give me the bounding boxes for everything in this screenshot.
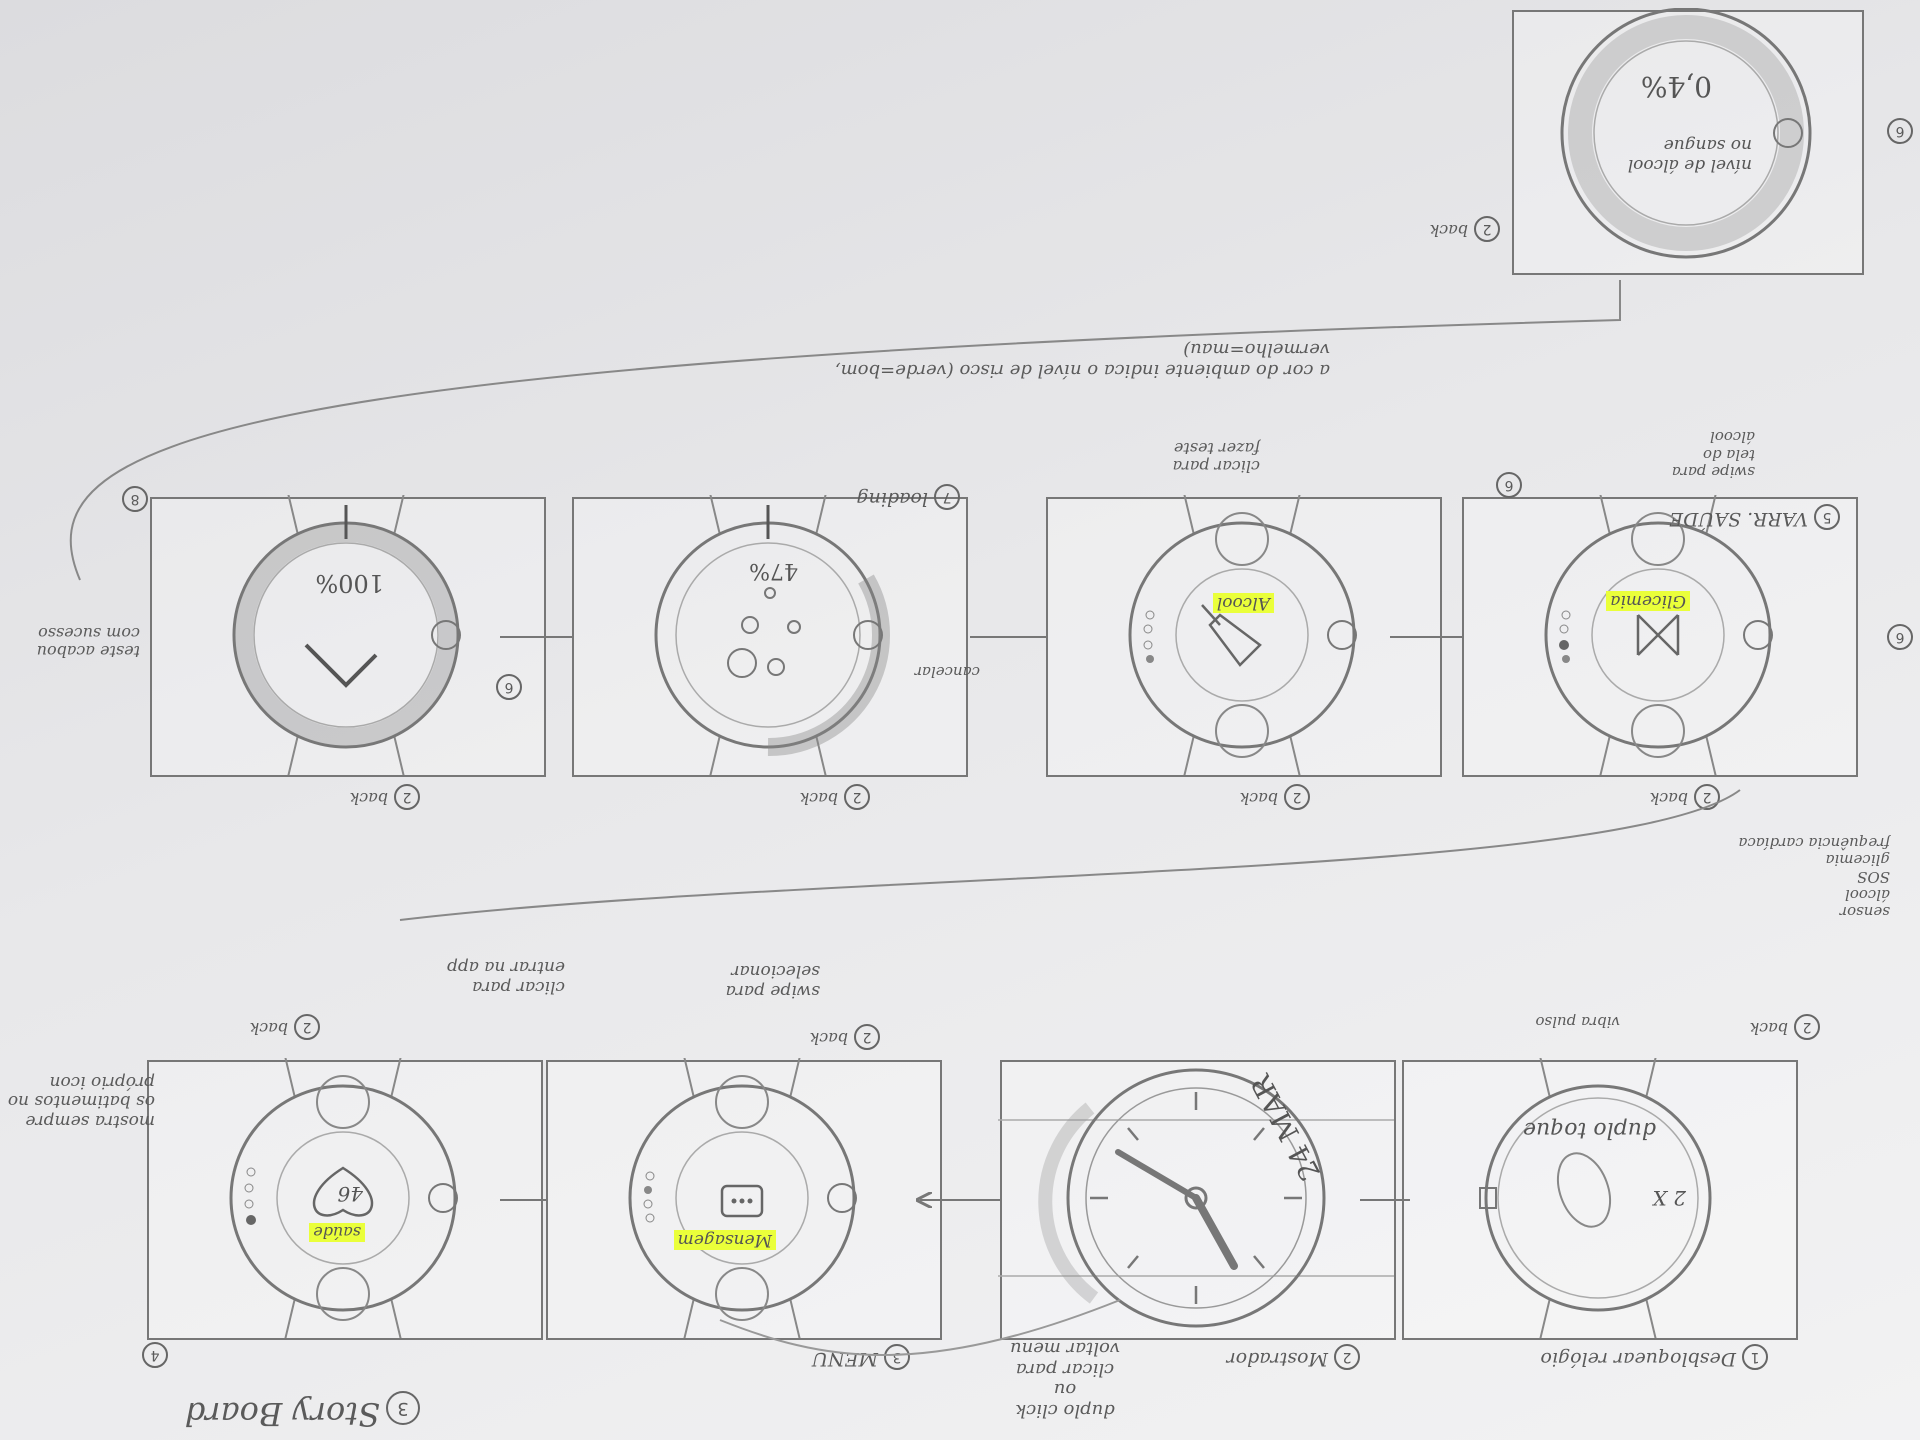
next-badge-4: 6 — [1490, 472, 1522, 498]
frame8-label: 8 — [116, 486, 148, 512]
complete-percent: 100% — [315, 569, 384, 597]
back-label-1: 2back — [1750, 1014, 1820, 1040]
alcohol-app-label: Alcool — [1213, 593, 1274, 613]
unlock-face-sub: 2 X — [1653, 1186, 1686, 1210]
sensor-list: sensor álcool SOS glicemia frequência ca… — [1738, 834, 1890, 920]
frame-watchface: 24 MAR — [1000, 1060, 1396, 1340]
next-badge-3: 6 — [490, 674, 522, 700]
swipe-select-note: swipe para selecionar — [700, 961, 820, 1000]
swipe-alcohol-note: swipe para tela do álcool — [1655, 428, 1755, 480]
frame-alcohol: Alcool — [1046, 497, 1442, 777]
finger-icon — [1548, 1146, 1619, 1234]
frame-glycemia: Glicemia — [1462, 497, 1858, 777]
alcohol-level-desc: nível de álcool no sangue — [1612, 135, 1752, 175]
double-click-note: duplo click ou clicar para voltar menu — [990, 1337, 1140, 1420]
back-label-4: 2back — [1650, 784, 1720, 810]
unlock-face-text: duplo toque — [1523, 1117, 1656, 1142]
always-shows-note: mostra sempre os batimentos no próprio i… — [5, 1071, 155, 1130]
frame-complete: 100% — [150, 497, 546, 777]
loading-percent: 47% — [749, 558, 798, 583]
back-label-7: 2back — [350, 784, 420, 810]
next-badge-2: 6 — [1881, 118, 1913, 144]
storyboard-title: 3Story Board — [185, 1391, 420, 1432]
frame1-label: 1Desbloquear relógio — [1540, 1344, 1768, 1370]
heart-rate-value: 46 — [338, 1182, 363, 1206]
frame-health: 46 saúde — [147, 1060, 543, 1340]
health-app-label: saúde — [309, 1223, 365, 1242]
click-test-note: clicar para fazer teste — [1140, 438, 1260, 475]
frame2-label: 2Mostrador — [1227, 1344, 1360, 1370]
check-icon — [306, 645, 376, 685]
frame4-label: 4 — [136, 1342, 168, 1368]
alcohol-level-value: 0,4% — [1641, 70, 1712, 103]
color-risk-note: a cor do ambiente indica o nível de risc… — [770, 339, 1330, 380]
back-label-3: 2back — [250, 1014, 320, 1040]
cancel-note: cancelar — [915, 663, 980, 680]
vibrate-note: vibra pulso — [1535, 1013, 1620, 1030]
back-label-5: 2back — [1240, 784, 1310, 810]
test-done-note: teste acabou com sucesso — [30, 623, 140, 660]
frame-loading: 47% — [572, 497, 968, 777]
next-badge-1: 6 — [1881, 624, 1913, 650]
back-label-8: 2back — [1430, 216, 1500, 242]
frame7-label: 7loading — [857, 484, 960, 510]
menu-app-label: Mensagem — [674, 1230, 776, 1250]
frame3-label: 3MENU — [812, 1344, 910, 1370]
back-arrow-icon — [828, 1184, 856, 1212]
bottle-icon — [1202, 605, 1260, 665]
frame5-label: 5VARR. SAÚDE — [1669, 504, 1840, 530]
click-enter-app-note: clicar para entrar na app — [415, 957, 565, 996]
frame-menu: Mensagem — [546, 1060, 942, 1340]
glycemia-app-label: Glicemia — [1606, 591, 1690, 611]
frame-unlock: duplo toque 2 X — [1402, 1060, 1798, 1340]
back-label-6: 2back — [800, 784, 870, 810]
back-label-2: 2back — [810, 1024, 880, 1050]
frame-result: 0,4% nível de álcool no sangue — [1512, 10, 1864, 275]
hourglass-icon — [1638, 615, 1678, 655]
